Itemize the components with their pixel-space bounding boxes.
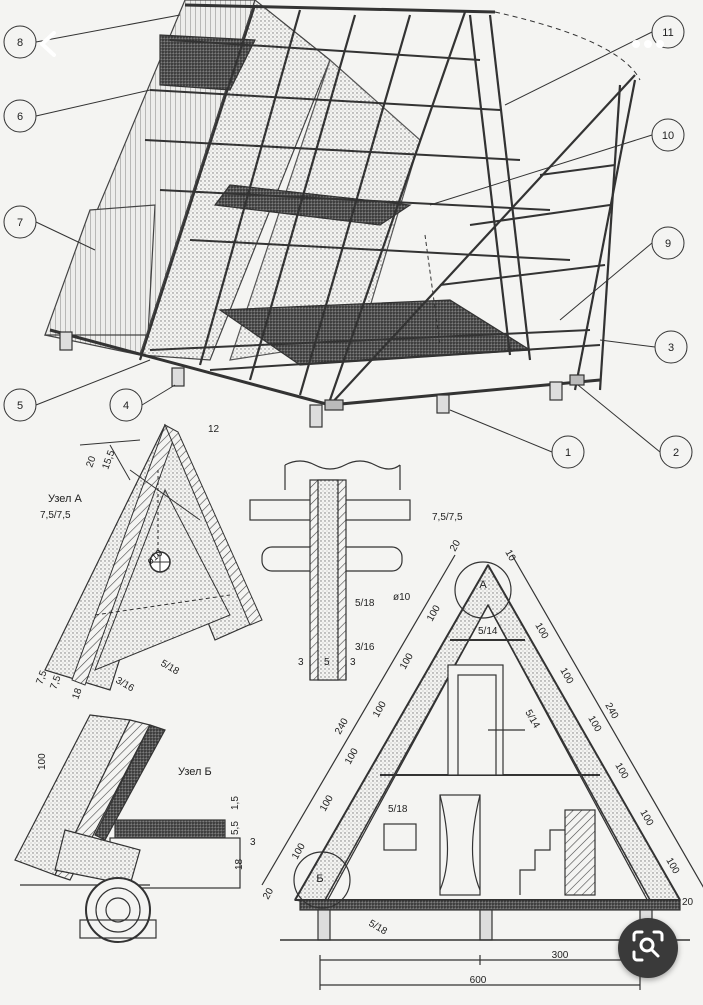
- elevation-spacing-l4: 100: [343, 746, 361, 766]
- search-lens-icon: [631, 929, 665, 968]
- node-a-dim-15-5: 15,5: [100, 449, 117, 471]
- elevation-beam-5-14-top: 5/14: [478, 626, 498, 637]
- node-a-dim-20: 20: [84, 454, 98, 469]
- callout-8: 8: [17, 37, 23, 49]
- elevation-node-a: А: [479, 579, 487, 591]
- elevation-top-dim-20: 20: [448, 538, 463, 554]
- node-b-dim-5-5: 5,5: [230, 821, 241, 835]
- elevation-span-total: 600: [470, 975, 487, 986]
- elevation-spacing-r5: 100: [637, 808, 655, 828]
- beam-section-detail: [249, 460, 411, 681]
- more-horizontal-icon: [628, 37, 668, 55]
- node-a-dim-3-16: 3/16: [114, 675, 137, 694]
- elevation-beam-5-14-side: 5/14: [522, 708, 541, 731]
- beam-dim-3-16: 3/16: [355, 642, 375, 653]
- node-a-dim-5-18: 5/18: [159, 658, 182, 677]
- node-a-dim-7-5-7-5: 7,5/7,5: [40, 510, 71, 521]
- elevation-top-dim-10: 10: [502, 548, 517, 564]
- node-a-dim-7-5-a: 7,5: [34, 669, 49, 686]
- elevation-spacing-l2: 100: [398, 651, 416, 671]
- node-a-part-number: 12: [208, 424, 220, 435]
- callout-3: 3: [668, 342, 674, 354]
- perspective-frame: [44, 0, 641, 428]
- elevation-span-half: 300: [552, 950, 569, 961]
- callout-5: 5: [17, 400, 23, 412]
- callout-numbers: 8 6 7 5 4 1 2 3 9 10 11: [17, 27, 679, 459]
- beam-dim-7-5-7-5: 7,5/7,5: [432, 512, 463, 523]
- node-b-detail: [14, 714, 241, 943]
- callout-4: 4: [123, 400, 129, 412]
- beam-dim-5: 5: [324, 657, 330, 668]
- node-b-dim-18: 18: [234, 858, 245, 870]
- elevation-beam-5-18-floor: 5/18: [388, 804, 408, 815]
- callout-1: 1: [565, 447, 571, 459]
- elevation-spacing-r6: 100: [663, 856, 681, 876]
- callout-9: 9: [665, 238, 671, 250]
- visual-search-button[interactable]: [618, 918, 678, 978]
- node-a-dim-7-5-b: 7,5: [48, 674, 63, 691]
- beam-dim-d10: ø10: [393, 592, 411, 603]
- node-b-title: Узел Б: [178, 766, 212, 778]
- elevation-spacing-l1: 100: [425, 603, 443, 623]
- elevation-bottom-dim-20-right: 20: [682, 897, 694, 908]
- node-b-labels: Узел Б 100 5,5 1,5 3 18: [37, 753, 256, 870]
- elevation-spacing-r4: 100: [612, 761, 630, 781]
- elevation-right-slope: 240: [602, 701, 620, 721]
- callout-10: 10: [662, 130, 674, 142]
- callout-labels: [3, 14, 693, 469]
- node-a-dim-18: 18: [70, 686, 84, 701]
- callout-2: 2: [673, 447, 679, 459]
- node-b-dim-1-5: 1,5: [230, 796, 241, 810]
- callout-7: 7: [17, 217, 23, 229]
- beam-dim-3-a: 3: [298, 657, 304, 668]
- beam-section-labels: 7,5/7,5 ø10 5/18 3/16 3 5 3: [298, 512, 463, 668]
- beam-dim-5-18: 5/18: [355, 598, 375, 609]
- elevation-spacing-r3: 100: [585, 714, 603, 734]
- elevation-spacing-r2: 100: [557, 666, 575, 686]
- node-b-dim-3: 3: [250, 837, 256, 848]
- more-options-button[interactable]: [618, 24, 678, 68]
- callout-6: 6: [17, 111, 23, 123]
- node-a-title: Узел А: [48, 493, 83, 505]
- elevation-beam-5-18-base: 5/18: [367, 918, 390, 937]
- chevron-left-icon: [37, 29, 59, 64]
- elevation-spacing-l3: 100: [371, 699, 389, 719]
- elevation-node-b: Б: [316, 873, 323, 885]
- node-a-detail: [44, 423, 263, 691]
- callout-11: 11: [662, 27, 673, 39]
- elevation-bottom-dim-20-left: 20: [261, 886, 276, 902]
- elevation-left-slope: 240: [333, 716, 351, 736]
- elevation-spacing-r1: 100: [532, 621, 550, 641]
- elevation-spacing-l5: 100: [318, 793, 336, 813]
- back-button[interactable]: [26, 24, 70, 68]
- beam-dim-3-b: 3: [350, 657, 356, 668]
- elevation-spacing-l6: 100: [290, 841, 308, 861]
- node-b-dim-100: 100: [37, 753, 48, 770]
